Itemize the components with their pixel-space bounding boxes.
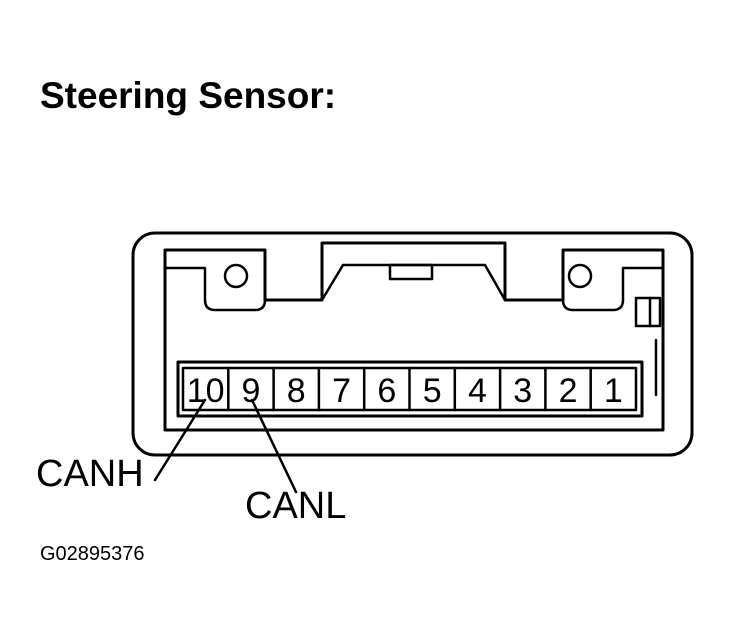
right-latch-block bbox=[561, 266, 665, 312]
connector-inner-cavity bbox=[163, 241, 665, 432]
canl-label: CANL bbox=[245, 485, 346, 527]
center-lock-ramp bbox=[320, 263, 507, 302]
left-latch-block bbox=[163, 266, 267, 312]
pin-number-8: 8 bbox=[287, 372, 306, 410]
pin-number-9: 9 bbox=[241, 372, 260, 410]
pin-number-10: 10 bbox=[187, 372, 225, 410]
pin-number-7: 7 bbox=[332, 372, 351, 410]
connector-outer-shell bbox=[131, 231, 694, 457]
center-lock-tab bbox=[388, 263, 434, 281]
diagram-title: Steering Sensor: bbox=[40, 75, 336, 116]
pin-number-2: 2 bbox=[559, 372, 578, 410]
canh-label: CANH bbox=[36, 453, 144, 495]
pin-number-6: 6 bbox=[377, 372, 396, 410]
pin-number-5: 5 bbox=[423, 372, 442, 410]
right-mounting-hole-icon bbox=[567, 263, 593, 289]
figure-code: G02895376 bbox=[40, 543, 145, 565]
canh-leader-line bbox=[153, 398, 207, 482]
terminal-row-frame bbox=[176, 360, 644, 418]
pin-number-1: 1 bbox=[604, 372, 623, 410]
pin-number-3: 3 bbox=[513, 372, 532, 410]
connector-housing bbox=[131, 231, 694, 457]
canl-leader-line bbox=[250, 398, 298, 494]
right-key-notch bbox=[634, 296, 662, 328]
left-mounting-hole-icon bbox=[223, 263, 249, 289]
signal-leaders bbox=[153, 398, 298, 494]
pin-number-4: 4 bbox=[468, 372, 487, 410]
